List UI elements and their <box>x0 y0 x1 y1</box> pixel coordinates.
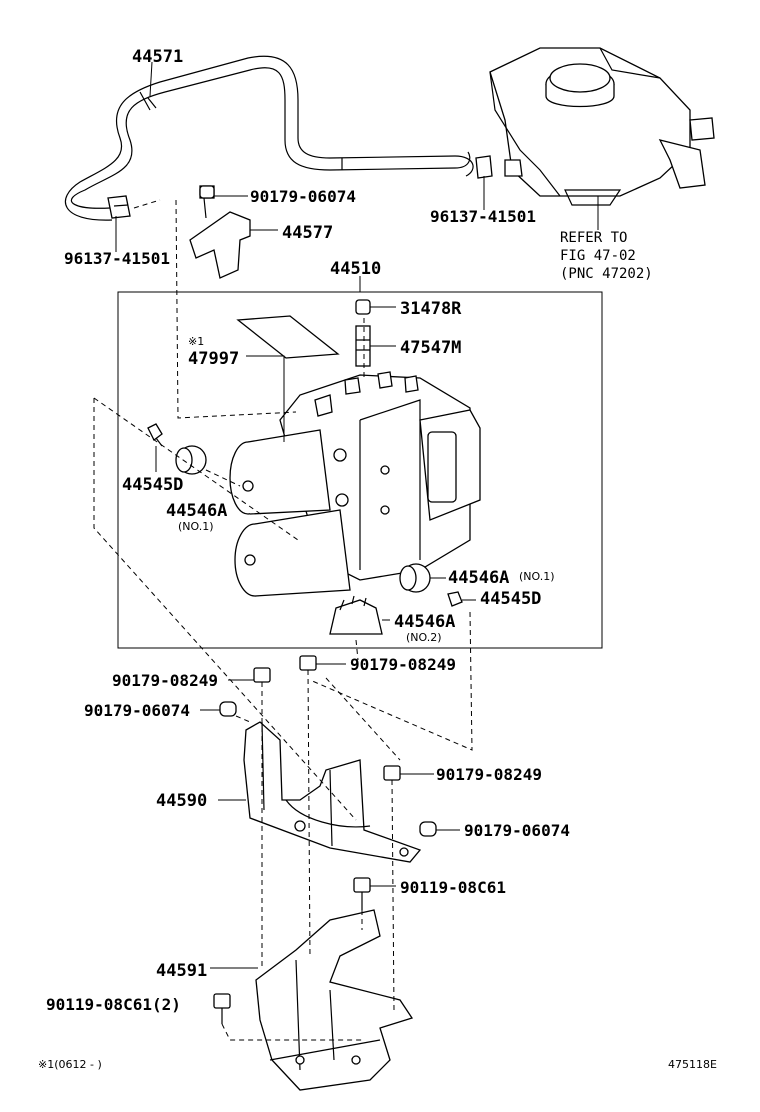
label-90179-06074-top: 90179-06074 <box>250 187 356 206</box>
label-44577: 44577 <box>282 223 333 243</box>
refer-line-1: REFER TO <box>560 230 627 246</box>
label-90179-06074-low: 90179-06074 <box>464 821 570 840</box>
label-31478R: 31478R <box>400 299 462 319</box>
brake-reservoir <box>489 47 715 206</box>
bushing-44546A-no1-right <box>399 563 431 593</box>
bracket-44590 <box>243 721 422 863</box>
bleeder-plug-47547M <box>355 325 371 367</box>
label-96137-left: 96137-41501 <box>64 249 170 268</box>
label-no2: (NO.2) <box>406 631 442 644</box>
footnote: ※1(0612 - ) <box>38 1058 102 1071</box>
label-90179-08249-c: 90179-08249 <box>436 765 542 784</box>
label-44545D-right: 44545D <box>480 589 541 609</box>
hose-clip-left <box>107 195 131 219</box>
bleeder-cap-31478R <box>355 299 371 315</box>
refer-line-3: (PNC 47202) <box>560 266 653 282</box>
mount-44546A-no2 <box>329 595 383 635</box>
assembly-lines <box>93 199 473 1041</box>
label-96137-right: 96137-41501 <box>430 207 536 226</box>
label-44510: 44510 <box>330 259 381 279</box>
label-90179-08249-a: 90179-08249 <box>112 671 218 690</box>
label-44590: 44590 <box>156 791 207 811</box>
bolt-44545D-right <box>447 591 463 607</box>
bolt-90179-08249-c <box>383 765 401 781</box>
bracket-44577 <box>189 185 251 279</box>
abs-actuator-44510 <box>229 371 481 597</box>
label-44546A-no1-left: 44546A <box>166 501 227 521</box>
label-90179-08249-b: 90179-08249 <box>350 655 456 674</box>
bushing-44546A-no1-left <box>175 445 207 475</box>
nut-90179-06074-mid <box>219 701 237 717</box>
label-90119-08C61: 90119-08C61 <box>400 878 506 897</box>
label-90119-08C61-2: 90119-08C61(2) <box>46 995 181 1014</box>
refer-line-2: FIG 47-02 <box>560 248 636 264</box>
label-44545D-left: 44545D <box>122 475 183 495</box>
nut-90179-06074-low <box>419 821 437 837</box>
bracket-44591 <box>255 909 414 1091</box>
label-44546A-no2: 44546A <box>394 612 455 632</box>
note-mark: ※1 <box>188 335 204 348</box>
figure-code: 475118E <box>668 1058 717 1071</box>
bolt-90179-08249-a <box>253 667 271 683</box>
label-44546A-no1-right: 44546A <box>448 568 509 588</box>
label-44571: 44571 <box>132 47 183 67</box>
brake-hose-44571 <box>64 55 474 221</box>
label-no1-left: (NO.1) <box>178 520 214 533</box>
leader-lines <box>115 61 599 969</box>
bolt-90119-08C61 <box>353 877 371 910</box>
label-44591: 44591 <box>156 961 207 981</box>
bolt-90119-08C61-2 <box>213 993 231 1024</box>
label-47547M: 47547M <box>400 338 461 358</box>
label-sheet-47997 <box>236 315 340 359</box>
bolt-44545D-left <box>147 423 163 447</box>
label-47997: 47997 <box>188 349 239 369</box>
label-90179-06074-mid: 90179-06074 <box>84 701 190 720</box>
bolt-90179-08249-b <box>299 655 317 671</box>
nut-90179-06074-top <box>199 185 215 199</box>
hose-clip-right <box>475 155 493 179</box>
label-no1-right: (NO.1) <box>519 570 555 583</box>
